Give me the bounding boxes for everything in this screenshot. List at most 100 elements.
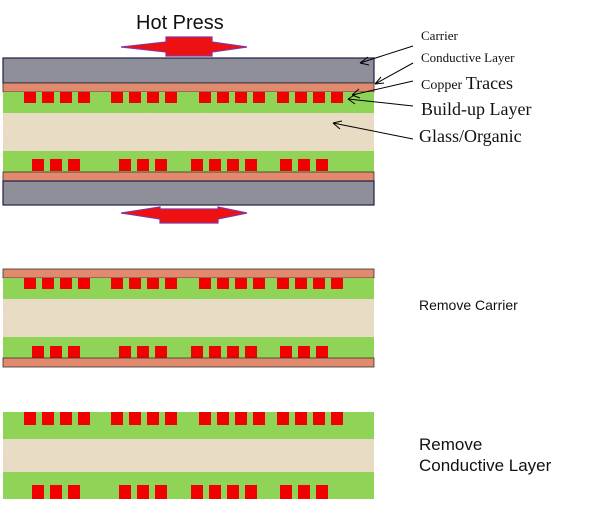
copper-trace	[298, 485, 310, 499]
copper-trace	[217, 92, 229, 103]
copper-trace	[60, 412, 72, 425]
copper-trace	[78, 92, 90, 103]
copper-trace	[137, 346, 149, 358]
top-carrier	[2, 57, 375, 84]
copper-trace	[199, 278, 211, 289]
copper-trace	[331, 412, 343, 425]
press-arrow-top-icon	[120, 36, 248, 57]
copper-trace	[217, 412, 229, 425]
glass-organic-core	[3, 113, 374, 151]
copper-trace	[316, 159, 328, 171]
copper-trace	[295, 92, 307, 103]
pointer-carrier-arrow-icon	[359, 45, 414, 66]
copper-trace	[253, 92, 265, 103]
label-conductive-layer: Conductive Layer	[421, 50, 515, 65]
bottom-copper-traces	[32, 346, 328, 358]
bottom-buildup-layer	[3, 472, 374, 499]
copper-trace	[111, 412, 123, 425]
copper-trace	[32, 346, 44, 358]
stack-remove-carrier	[2, 268, 375, 368]
copper-trace	[253, 412, 265, 425]
copper-trace	[155, 485, 167, 499]
top-copper-traces	[24, 92, 343, 103]
pointer-buildup-arrow-icon	[347, 93, 414, 107]
copper-trace	[50, 346, 62, 358]
copper-trace	[313, 278, 325, 289]
copper-trace	[119, 485, 131, 499]
copper-trace	[155, 159, 167, 171]
bottom-conductive-layer	[2, 171, 375, 182]
copper-trace	[137, 485, 149, 499]
hot-press-title: Hot Press	[136, 12, 224, 34]
bottom-carrier	[2, 180, 375, 206]
copper-trace	[227, 159, 239, 171]
copper-trace	[277, 92, 289, 103]
label-buildup-layer: Build-up Layer	[421, 99, 531, 119]
top-copper-traces	[24, 412, 343, 425]
copper-trace	[316, 346, 328, 358]
label-glass-organic: Glass/Organic	[419, 126, 522, 146]
label-traces: Traces	[466, 73, 513, 93]
top-conductive-layer	[2, 82, 375, 93]
stack-hot-press	[2, 57, 375, 206]
top-copper-traces	[24, 278, 343, 289]
copper-trace	[60, 278, 72, 289]
copper-trace	[199, 92, 211, 103]
copper-trace	[119, 159, 131, 171]
copper-trace	[295, 412, 307, 425]
copper-trace	[155, 346, 167, 358]
bottom-copper-traces	[32, 159, 328, 171]
copper-trace	[129, 412, 141, 425]
copper-trace	[24, 412, 36, 425]
copper-trace	[111, 278, 123, 289]
label-carrier: Carrier	[421, 28, 458, 43]
copper-trace	[32, 159, 44, 171]
copper-trace	[298, 159, 310, 171]
copper-trace	[191, 346, 203, 358]
copper-trace	[253, 278, 265, 289]
copper-trace	[129, 278, 141, 289]
pointer-core-arrow-icon	[332, 120, 414, 140]
copper-trace	[245, 346, 257, 358]
step-remove-line1: Remove	[419, 435, 482, 454]
copper-trace	[316, 485, 328, 499]
copper-trace	[111, 92, 123, 103]
copper-trace	[32, 485, 44, 499]
label-copper-traces: Copper Traces	[421, 73, 513, 93]
copper-trace	[295, 278, 307, 289]
glass-organic-core	[3, 439, 374, 472]
copper-trace	[277, 278, 289, 289]
pointer-conductive-arrow-icon	[374, 62, 414, 85]
glass-organic-core	[3, 299, 374, 337]
copper-trace	[217, 278, 229, 289]
copper-trace	[147, 412, 159, 425]
copper-trace	[129, 92, 141, 103]
copper-trace	[42, 412, 54, 425]
copper-trace	[147, 92, 159, 103]
copper-trace	[137, 159, 149, 171]
copper-trace	[235, 278, 247, 289]
copper-trace	[331, 278, 343, 289]
copper-trace	[68, 159, 80, 171]
step-remove-carrier: Remove Carrier	[419, 297, 518, 313]
copper-trace	[245, 485, 257, 499]
copper-trace	[280, 485, 292, 499]
copper-trace	[165, 92, 177, 103]
copper-trace	[50, 485, 62, 499]
copper-trace	[313, 92, 325, 103]
bottom-copper-traces	[32, 485, 328, 499]
copper-trace	[165, 278, 177, 289]
copper-trace	[165, 412, 177, 425]
copper-trace	[313, 412, 325, 425]
copper-trace	[209, 159, 221, 171]
stack-remove-conductive	[3, 412, 374, 499]
copper-trace	[209, 485, 221, 499]
copper-trace	[42, 92, 54, 103]
copper-trace	[68, 485, 80, 499]
copper-trace	[227, 346, 239, 358]
copper-trace	[50, 159, 62, 171]
copper-trace	[78, 278, 90, 289]
copper-trace	[78, 412, 90, 425]
